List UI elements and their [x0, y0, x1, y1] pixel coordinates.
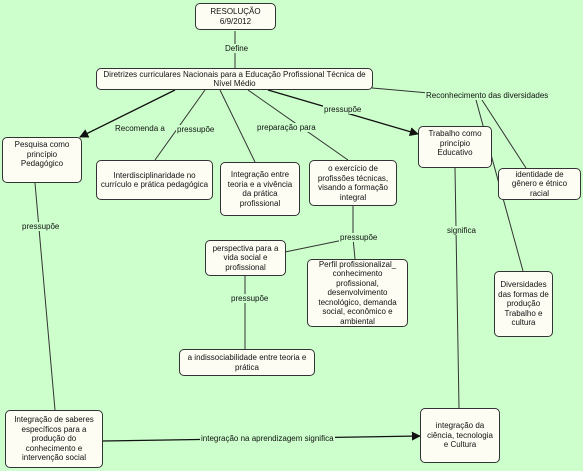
node-diretrizes-label: Diretrizes curriculares Nacionais para a… — [103, 69, 366, 89]
label-preparacao: preparação para — [256, 123, 317, 132]
label-pressupoe-3: pressupõe — [21, 222, 61, 231]
node-perspectiva-label: perspectiva para a vida social e profiss… — [212, 243, 279, 272]
label-reconhecimento: Reconhecimento das diversidades — [425, 91, 550, 100]
node-diretrizes[interactable]: Diretrizes curriculares Nacionais para a… — [96, 68, 373, 90]
node-integracao-saberes-label: Integração de saberes específicos para a… — [14, 415, 94, 463]
node-identidade-label: identidade de gênero e étnico racial — [511, 169, 568, 198]
node-perfil-label: Perfil profissionalizal_ conhecimento pr… — [318, 259, 397, 326]
node-trabalho[interactable]: Trabalho como princípio Educativo — [418, 126, 492, 168]
link-significa — [454, 167, 460, 409]
node-indissociabilidade-label: a indissociabilidade entre teoria e prát… — [187, 353, 307, 372]
link-pressupoe-pesquisa — [34, 182, 56, 411]
node-integracao-ciencia[interactable]: integração da ciência, tecnologia e Cult… — [420, 408, 500, 463]
label-pressupoe-4: pressupõe — [339, 233, 379, 242]
node-integracao-teoria[interactable]: Integração entre teoria e a vivência da … — [220, 162, 300, 216]
node-diversidades[interactable]: Diversidades das formas de produção Trab… — [494, 271, 553, 337]
node-resolucao-label: RESOLUÇÃO 6/9/2012 — [210, 7, 261, 26]
node-identidade[interactable]: identidade de gênero e étnico racial — [498, 168, 581, 200]
node-exercicio[interactable]: o exercício de profissões técnicas, visa… — [309, 160, 397, 206]
link-recomenda — [79, 89, 176, 138]
link-pressupoe-integracao — [219, 89, 256, 163]
node-trabalho-label: Trabalho como princípio Educativo — [428, 129, 482, 157]
label-recomenda: Recomenda a — [114, 124, 166, 133]
node-integracao-teoria-label: Integração entre teoria e a vivência da … — [227, 170, 293, 208]
node-interdisciplinaridade-label: Interdisciplinaridade no currículo e prá… — [100, 170, 209, 190]
node-perfil[interactable]: Perfil profissionalizal_ conhecimento pr… — [307, 259, 408, 327]
node-diversidades-label: Diversidades das formas de produção Trab… — [498, 280, 549, 328]
label-pressupoe-5: pressupõe — [230, 294, 270, 303]
label-pressupoe-2: pressupõe — [323, 105, 363, 114]
node-integracao-saberes[interactable]: Integração de saberes específicos para a… — [5, 410, 103, 468]
label-significa: significa — [446, 226, 477, 235]
link-reconhecimento-b — [481, 99, 527, 169]
node-integracao-ciencia-label: integração da ciência, tecnologia e Cult… — [427, 421, 493, 450]
label-define: Define — [224, 44, 250, 53]
node-exercicio-label: o exercício de profissões técnicas, visa… — [317, 164, 389, 202]
node-pesquisa-label: Pesquisa como princípio Pedagógico — [14, 140, 70, 168]
label-integracao-aprendizagem: integração na aprendizagem significa — [200, 434, 335, 443]
node-resolucao[interactable]: RESOLUÇÃO 6/9/2012 — [195, 3, 276, 30]
node-interdisciplinaridade[interactable]: Interdisciplinaridade no currículo e prá… — [96, 160, 213, 200]
node-perspectiva[interactable]: perspectiva para a vida social e profiss… — [205, 240, 286, 276]
node-pesquisa[interactable]: Pesquisa como princípio Pedagógico — [2, 137, 82, 183]
label-pressupoe-1: pressupõe — [176, 125, 216, 134]
node-indissociabilidade[interactable]: a indissociabilidade entre teoria e prát… — [179, 349, 315, 376]
